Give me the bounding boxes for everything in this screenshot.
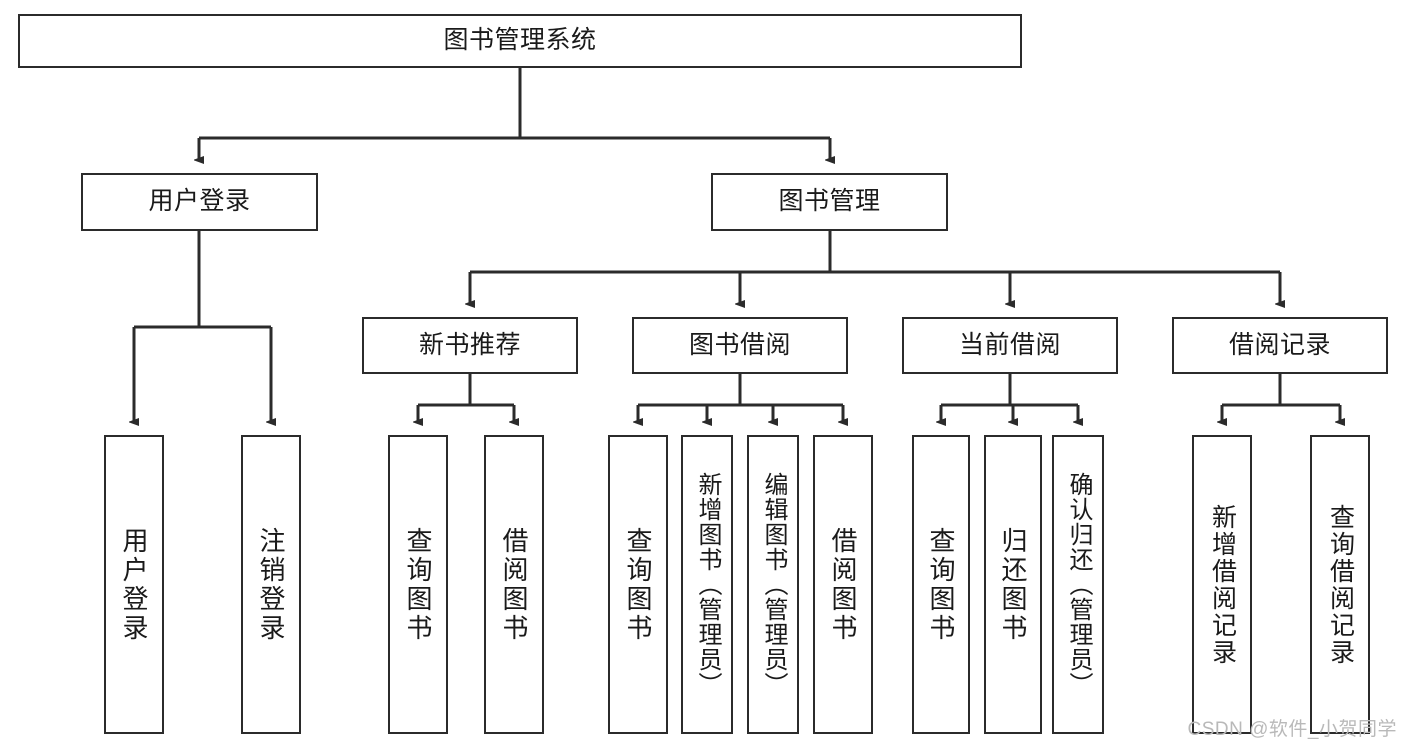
node-user-login-label: 用户登录 (148, 187, 251, 216)
node-leaf-query-record-label: 查询借阅记录 (1326, 503, 1355, 666)
node-leaf-return-book-label: 归还图书 (998, 526, 1028, 643)
node-leaf-confirm-return[interactable]: 确认归还（管理员） (1052, 435, 1104, 734)
watermark-text: CSDN @软件_小贺同学 (1187, 719, 1397, 740)
node-leaf-add-book-label: 新增图书（管理员） (694, 472, 721, 697)
node-leaf-query-book-2-label: 查询图书 (623, 526, 653, 643)
node-book-borrow-label: 图书借阅 (688, 330, 791, 359)
node-book-manage[interactable]: 图书管理 (711, 173, 948, 231)
node-borrow-record[interactable]: 借阅记录 (1172, 317, 1388, 374)
node-new-book-recommend-label: 新书推荐 (418, 330, 521, 359)
node-user-login[interactable]: 用户登录 (81, 173, 318, 231)
node-leaf-query-book-1[interactable]: 查询图书 (388, 435, 448, 734)
node-book-manage-label: 图书管理 (778, 187, 881, 216)
node-leaf-borrow-book-2-label: 借阅图书 (828, 526, 858, 643)
node-leaf-edit-book-label: 编辑图书（管理员） (760, 472, 787, 697)
node-leaf-borrow-book-1-label: 借阅图书 (499, 526, 529, 643)
node-leaf-add-record-label: 新增借阅记录 (1208, 503, 1237, 666)
node-leaf-query-book-1-label: 查询图书 (403, 526, 433, 643)
node-leaf-add-book[interactable]: 新增图书（管理员） (681, 435, 733, 734)
node-leaf-confirm-return-label: 确认归还（管理员） (1065, 472, 1092, 697)
node-book-borrow[interactable]: 图书借阅 (632, 317, 848, 374)
node-new-book-recommend[interactable]: 新书推荐 (362, 317, 578, 374)
node-leaf-user-login[interactable]: 用户登录 (104, 435, 164, 734)
node-root-label: 图书管理系统 (443, 26, 597, 55)
node-leaf-logout[interactable]: 注销登录 (241, 435, 301, 734)
node-leaf-user-login-label: 用户登录 (119, 526, 149, 643)
node-leaf-borrow-book-2[interactable]: 借阅图书 (813, 435, 873, 734)
node-leaf-query-book-3-label: 查询图书 (926, 526, 956, 643)
node-leaf-query-record[interactable]: 查询借阅记录 (1310, 435, 1370, 734)
node-borrow-record-label: 借阅记录 (1228, 330, 1331, 359)
node-leaf-borrow-book-1[interactable]: 借阅图书 (484, 435, 544, 734)
node-root[interactable]: 图书管理系统 (18, 14, 1022, 68)
node-leaf-query-book-3[interactable]: 查询图书 (912, 435, 970, 734)
node-leaf-edit-book[interactable]: 编辑图书（管理员） (747, 435, 799, 734)
node-leaf-return-book[interactable]: 归还图书 (984, 435, 1042, 734)
node-leaf-query-book-2[interactable]: 查询图书 (608, 435, 668, 734)
node-leaf-logout-label: 注销登录 (256, 526, 286, 643)
node-current-borrow-label: 当前借阅 (958, 330, 1061, 359)
node-current-borrow[interactable]: 当前借阅 (902, 317, 1118, 374)
node-leaf-add-record[interactable]: 新增借阅记录 (1192, 435, 1252, 734)
